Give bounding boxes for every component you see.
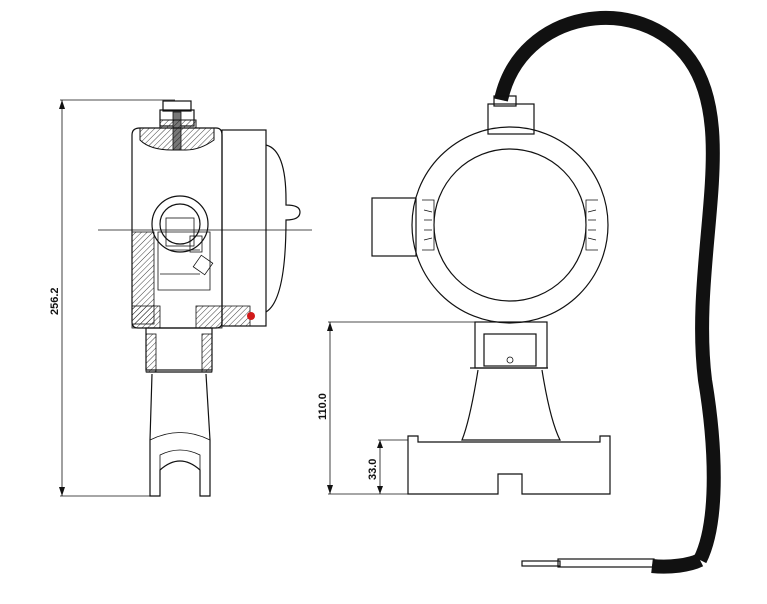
mounting-base	[407, 435, 611, 495]
dimension-110-label: 110.0	[317, 393, 329, 420]
cable	[494, 10, 721, 564]
internal-ring	[151, 195, 209, 253]
height-110-dimension	[327, 321, 475, 495]
thread-neck	[145, 327, 213, 373]
electronics-module	[157, 231, 214, 291]
cable-end	[521, 558, 655, 568]
front-neck	[470, 321, 548, 369]
right-cover	[221, 129, 301, 327]
cable-gland	[487, 95, 535, 135]
overall-height-label: 256.2	[49, 287, 61, 315]
red-marker	[247, 312, 255, 320]
side-conduit-entry	[371, 197, 417, 257]
dimension-33-label: 33.0	[367, 459, 379, 480]
pipe-saddle	[149, 373, 211, 497]
overall-height-dimension	[59, 99, 175, 497]
housing-body	[131, 119, 223, 329]
height-33-dimension	[377, 439, 408, 494]
round-enclosure	[411, 126, 609, 324]
front-support	[461, 369, 561, 441]
side-section-view: 256.2	[49, 99, 312, 497]
front-view: 110.0 33.0	[317, 10, 721, 574]
